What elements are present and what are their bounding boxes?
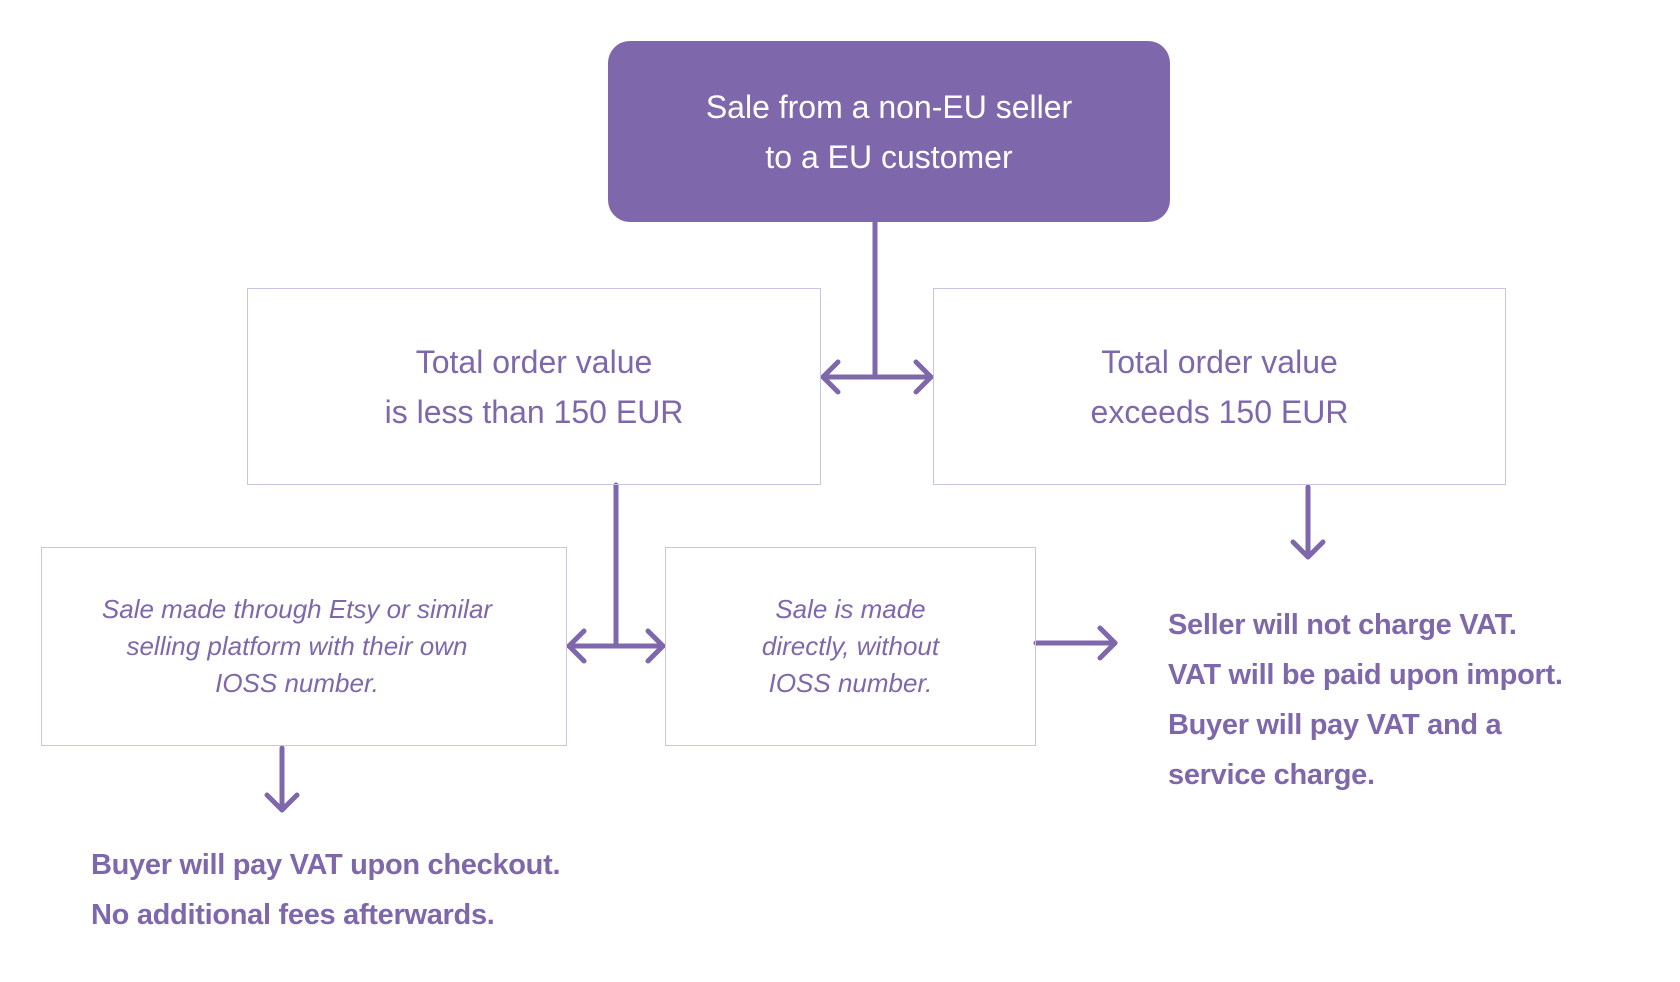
node-platform-ioss: Sale made through Etsy or similar sellin… xyxy=(41,547,567,746)
arrowhead-right-icon xyxy=(1097,625,1118,661)
node-text: Sale made through Etsy or similar xyxy=(101,594,493,624)
outcome-checkout-vat: Buyer will pay VAT upon checkout. No add… xyxy=(91,840,561,940)
arrowhead-down-icon xyxy=(1290,539,1326,560)
arrowhead-left-icon xyxy=(820,359,841,395)
node-less-than-150: Total order value is less than 150 EUR xyxy=(247,288,821,485)
outcome-text: No additional fees afterwards. xyxy=(91,899,495,931)
arrowhead-left-icon xyxy=(566,628,587,664)
root-text: to a EU customer xyxy=(765,138,1013,175)
root-text: Sale from a non-EU seller xyxy=(705,88,1073,125)
outcome-text: service charge. xyxy=(1168,759,1375,791)
arrowhead-down-icon xyxy=(264,792,300,813)
outcome-text: Seller will not charge VAT. xyxy=(1168,609,1517,641)
node-text: IOSS number. xyxy=(768,668,933,698)
node-text: Sale is made xyxy=(775,594,926,624)
outcome-text: Buyer will pay VAT upon checkout. xyxy=(91,849,561,881)
outcome-text: VAT will be paid upon import. xyxy=(1168,659,1563,691)
node-exceeds-150: Total order value exceeds 150 EUR xyxy=(933,288,1506,485)
node-text: IOSS number. xyxy=(215,668,379,698)
outcome-import-vat: Seller will not charge VAT. VAT will be … xyxy=(1168,600,1563,800)
outcome-text: Buyer will pay VAT and a xyxy=(1168,709,1502,741)
node-text: directly, without xyxy=(761,631,940,661)
node-text: Total order value xyxy=(1101,343,1338,380)
arrowhead-right-icon xyxy=(645,628,666,664)
node-text: Total order value xyxy=(415,343,653,380)
arrowhead-right-icon xyxy=(913,359,934,395)
node-direct-sale: Sale is made directly, without IOSS numb… xyxy=(665,547,1036,746)
node-text: selling platform with their own xyxy=(126,631,468,661)
node-text: exceeds 150 EUR xyxy=(1090,393,1349,430)
node-text: is less than 150 EUR xyxy=(384,393,684,430)
root-node: Sale from a non-EU seller to a EU custom… xyxy=(608,41,1170,222)
